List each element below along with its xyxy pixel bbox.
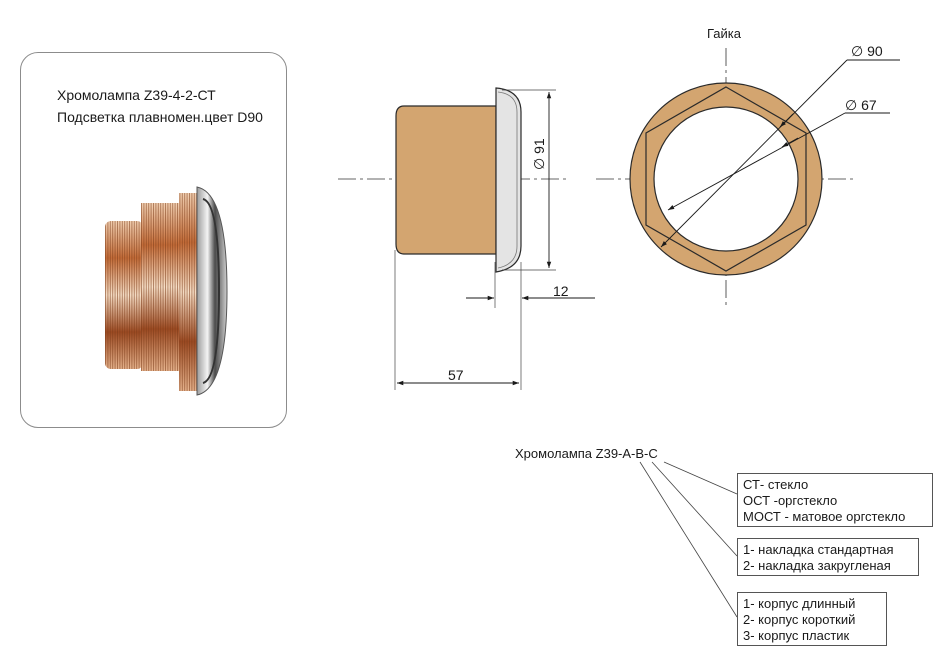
label-dim-diameter: ∅ 91 (531, 138, 547, 170)
label-dim-inner: ∅ 67 (845, 97, 877, 113)
code-option: 2- корпус короткий (743, 612, 856, 627)
code-option: 3- корпус пластик (743, 628, 850, 643)
dim-outer-leader (660, 59, 848, 248)
front-hex-nut (645, 86, 807, 272)
label-dim-flange: 12 (553, 283, 569, 299)
code-option: 2- накладка закругленая (743, 558, 891, 573)
label-dim-length: 57 (448, 367, 464, 383)
front-inner-opening (653, 106, 799, 252)
code-box-housing: 1- корпус длинный 2- корпус короткий 3- … (737, 592, 887, 646)
code-header: Хромолампа Z39-A-B-C (515, 446, 658, 461)
side-body (395, 105, 497, 255)
dim-inner-leader (667, 112, 846, 211)
label-dim-outer: ∅ 90 (851, 43, 883, 59)
code-leaders (639, 461, 738, 618)
code-option: ОСТ -оргстекло (743, 493, 838, 508)
product-photo-card: Хромолампа Z39-4-2-СТ Подсветка плавноме… (20, 52, 287, 428)
code-option: СТ- стекло (743, 477, 809, 492)
code-option: МОСТ - матовое оргстекло (743, 509, 906, 524)
code-option: 1- накладка стандартная (743, 542, 894, 557)
code-box-glass: СТ- стекло ОСТ -оргстекло МОСТ - матовое… (737, 473, 933, 527)
card-title-line2: Подсветка плавномен.цвет D90 (57, 109, 263, 125)
code-box-trim: 1- накладка стандартная 2- накладка закр… (737, 538, 919, 576)
side-view (338, 87, 595, 390)
front-view (596, 48, 900, 308)
code-option: 1- корпус длинный (743, 596, 856, 611)
card-title-line1: Хромолампа Z39-4-2-СТ (57, 87, 216, 103)
product-photo (105, 186, 228, 396)
label-nut: Гайка (707, 26, 742, 41)
side-cap (495, 87, 522, 273)
